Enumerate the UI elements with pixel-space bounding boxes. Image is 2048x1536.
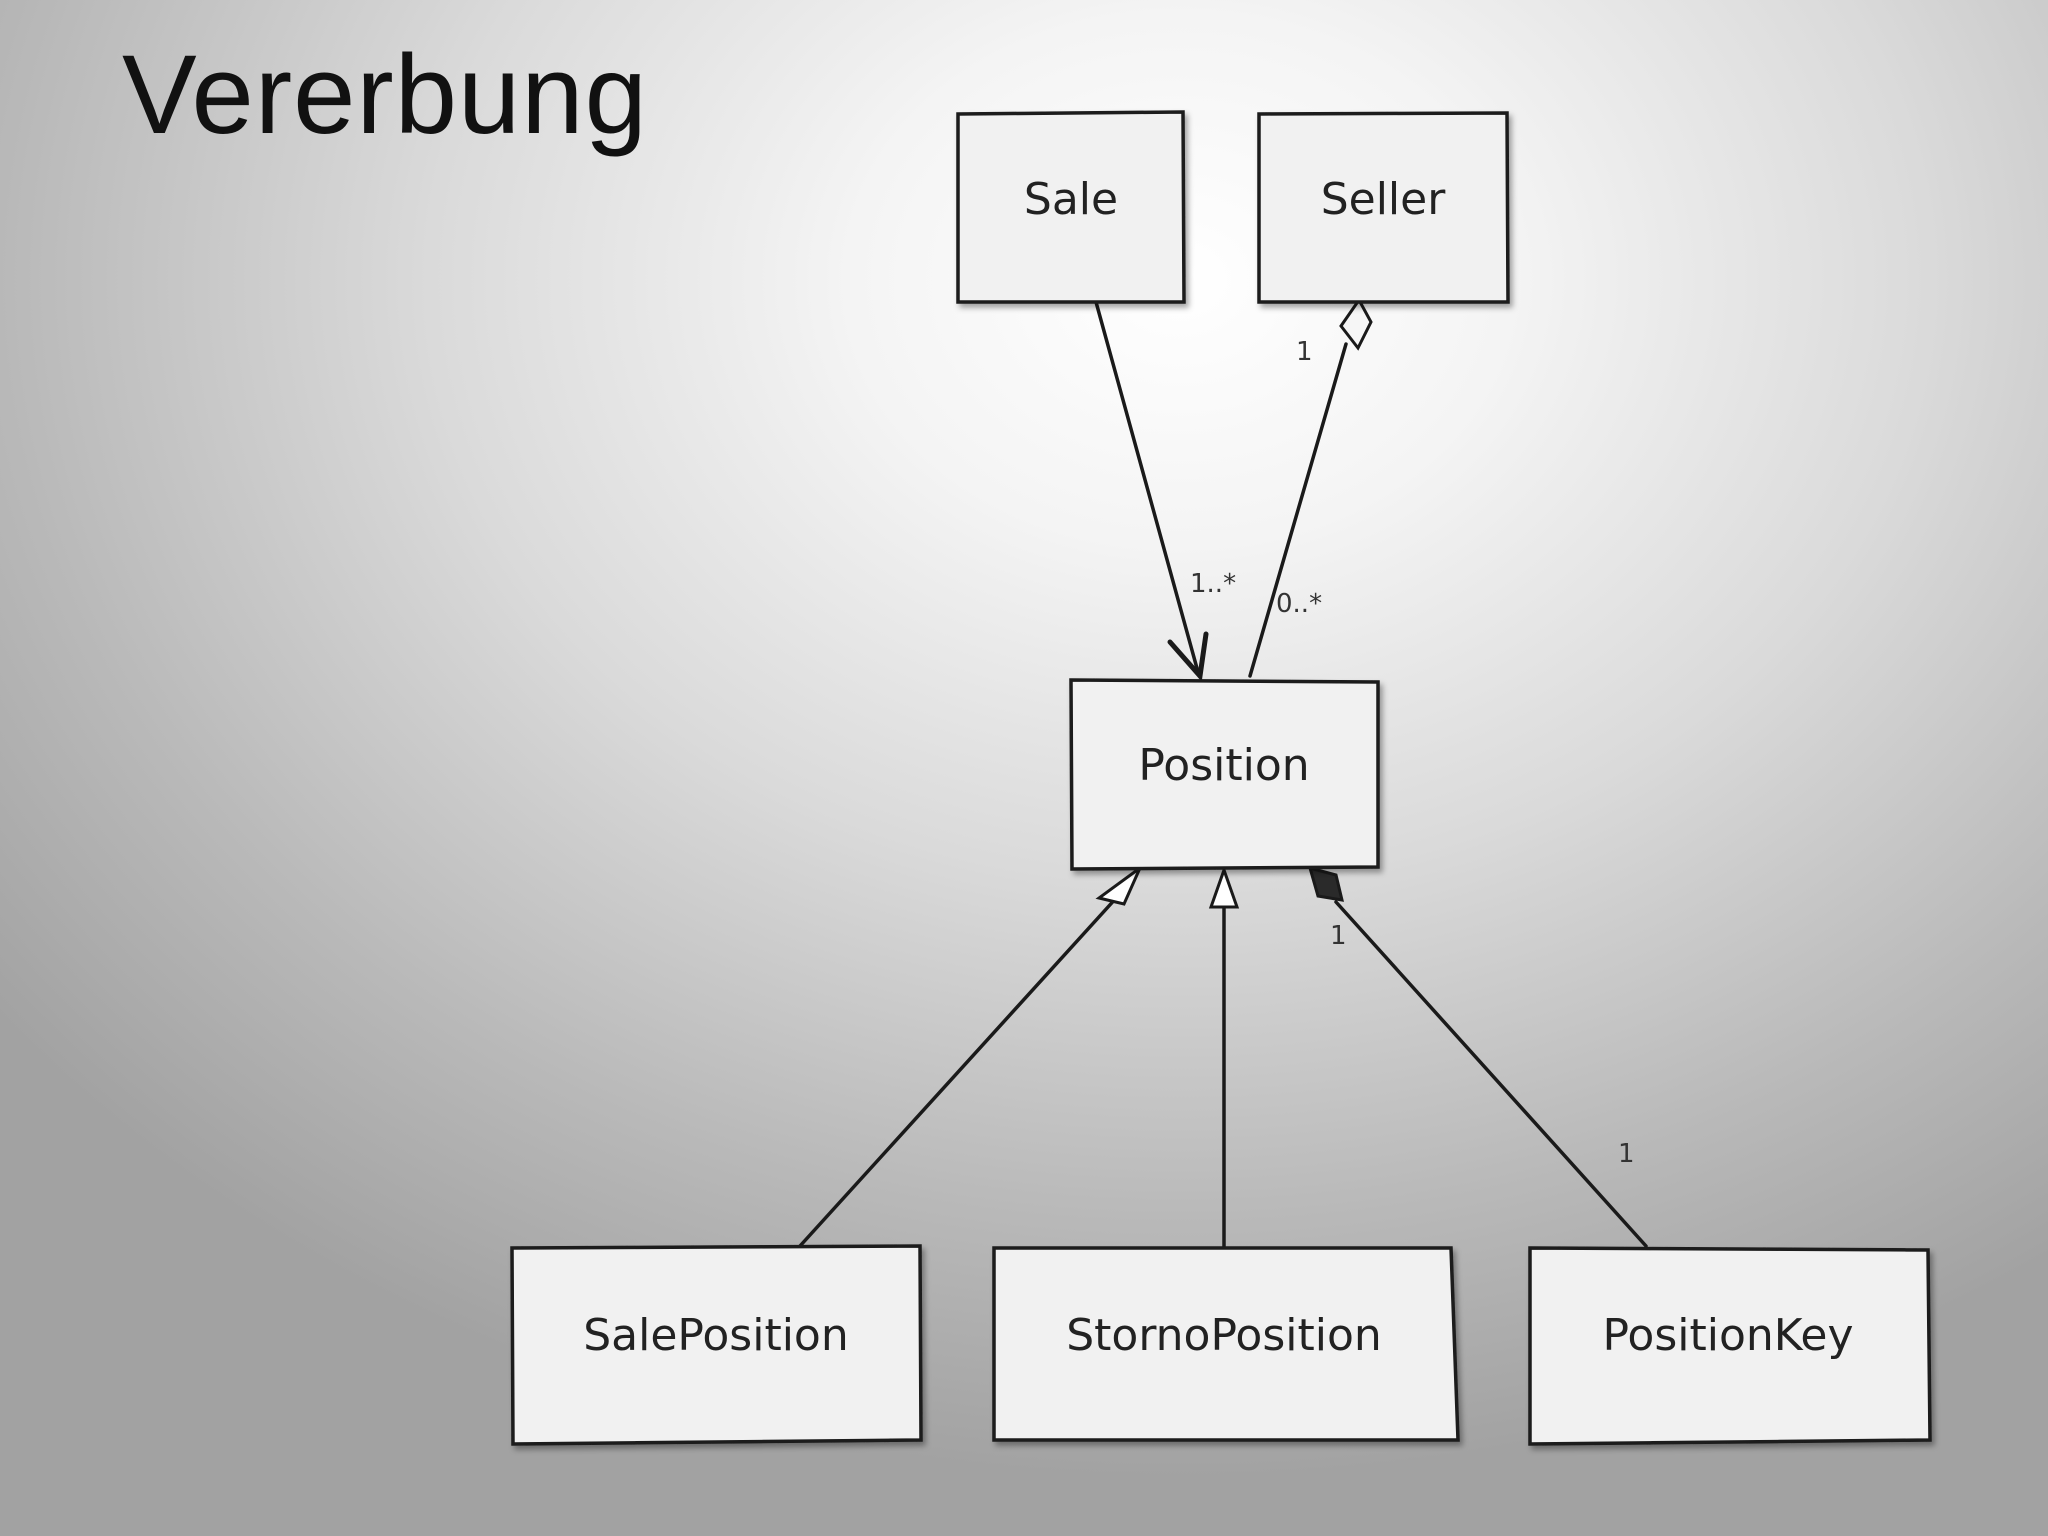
class-name-position: Position: [1138, 740, 1309, 791]
multiplicity-seller-position: 0..*: [1276, 589, 1322, 619]
positionkey-composition-line: [1334, 900, 1648, 1248]
saleposition-generalization-line: [798, 894, 1120, 1248]
seller-position-aggregation: [1248, 342, 1348, 678]
class-box-position: Position: [1069, 678, 1380, 871]
composition-diamond: [1307, 865, 1344, 902]
class-box-positionkey: PositionKey: [1528, 1246, 1932, 1446]
connectors: [798, 297, 1648, 1248]
class-name-stornoposition: StornoPosition: [1066, 1310, 1382, 1361]
class-name-positionkey: PositionKey: [1602, 1310, 1853, 1361]
class-box-saleposition: SalePosition: [510, 1244, 923, 1446]
multiplicity-labels: 1..* 1 0..* 1 1: [1190, 337, 1635, 1169]
class-name-saleposition: SalePosition: [583, 1310, 849, 1361]
multiplicity-positionkey: 1: [1618, 1139, 1635, 1169]
multiplicity-seller: 1: [1296, 337, 1313, 367]
class-box-sale: Sale: [956, 110, 1186, 304]
class-box-stornoposition: StornoPosition: [992, 1246, 1460, 1442]
saleposition-generalization-triangle: [1095, 863, 1144, 906]
association-arrowhead: [1167, 631, 1209, 682]
multiplicity-sale-position: 1..*: [1190, 569, 1236, 599]
class-name-sale: Sale: [1024, 174, 1118, 225]
class-box-seller: Seller: [1257, 111, 1510, 304]
multiplicity-position-composition: 1: [1330, 921, 1347, 951]
slide-title: Vererbung: [122, 32, 648, 157]
aggregation-diamond: [1339, 297, 1373, 351]
stornoposition-generalization-triangle: [1208, 865, 1240, 909]
class-name-seller: Seller: [1321, 174, 1447, 225]
sale-position-association: [1094, 300, 1200, 674]
